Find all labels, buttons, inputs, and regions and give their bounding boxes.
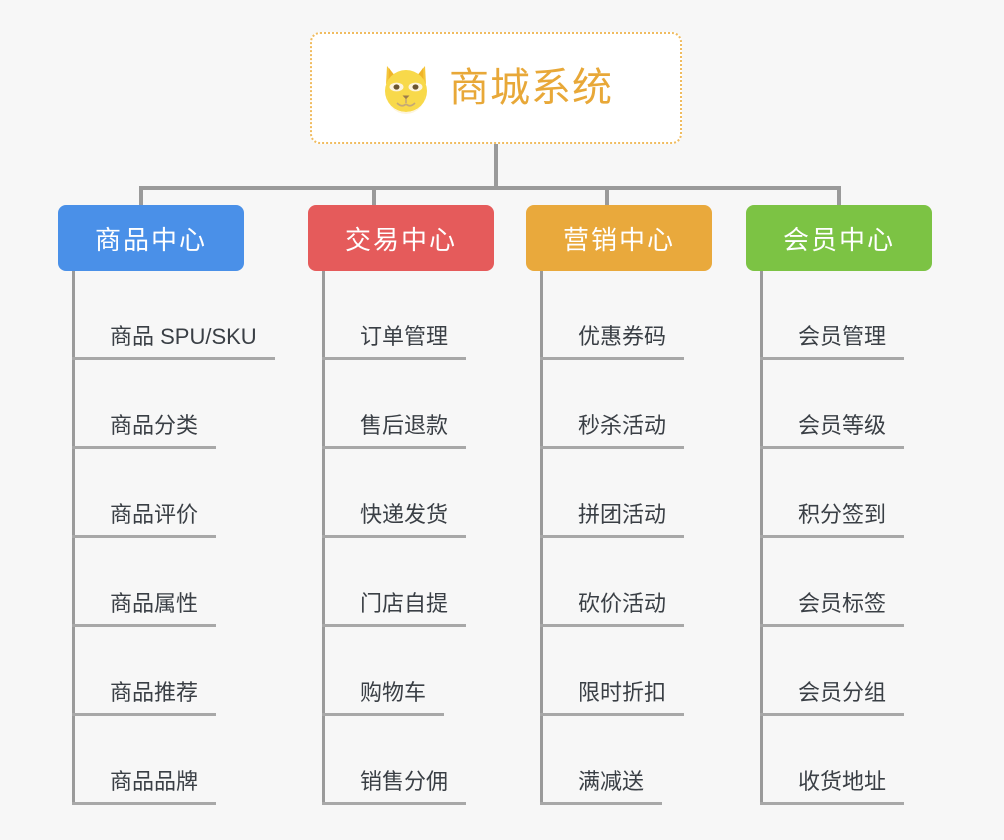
list-item[interactable]: 快递发货	[322, 449, 467, 538]
root-node-mall-system[interactable]: 商城系统	[310, 32, 682, 144]
connector-drop-4	[837, 186, 841, 210]
connector-horizontal-bus	[139, 186, 841, 190]
leaf-list-product-center: 商品 SPU/SKU 商品分类 商品评价 商品属性 商品推荐 商品品牌	[72, 271, 275, 805]
connector-drop-1	[139, 186, 143, 210]
list-item[interactable]: 销售分佣	[322, 716, 467, 805]
leaf-label: 商品属性	[72, 591, 217, 627]
leaf-label: 商品推荐	[72, 680, 217, 716]
leaf-list-marketing-center: 优惠券码 秒杀活动 拼团活动 砍价活动 限时折扣 满减送	[540, 271, 685, 805]
connector-root-stem	[494, 144, 498, 190]
list-item[interactable]: 会员分组	[760, 627, 905, 716]
list-item[interactable]: 满减送	[540, 716, 684, 805]
list-item[interactable]: 商品分类	[72, 360, 275, 449]
list-item[interactable]: 商品品牌	[72, 716, 275, 805]
list-item[interactable]: 门店自提	[322, 538, 467, 627]
list-item[interactable]: 会员等级	[760, 360, 905, 449]
leaf-label: 优惠券码	[540, 324, 685, 360]
list-item[interactable]: 商品推荐	[72, 627, 275, 716]
column-trunk-line	[540, 271, 543, 805]
category-header-product-center[interactable]: 商品中心	[58, 205, 244, 271]
list-item[interactable]: 商品属性	[72, 538, 275, 627]
column-trunk-line	[760, 271, 763, 805]
root-title: 商城系统	[449, 66, 613, 110]
list-item[interactable]: 积分签到	[760, 449, 905, 538]
leaf-label: 售后退款	[322, 413, 467, 449]
leaf-label: 砍价活动	[540, 591, 685, 627]
category-header-marketing-center[interactable]: 营销中心	[526, 205, 712, 271]
list-item[interactable]: 会员管理	[760, 271, 905, 360]
category-header-member-center[interactable]: 会员中心	[746, 205, 932, 271]
list-item[interactable]: 拼团活动	[540, 449, 685, 538]
category-header-trade-center[interactable]: 交易中心	[308, 205, 494, 271]
leaf-label: 限时折扣	[540, 680, 685, 716]
leaf-label: 会员管理	[760, 324, 905, 360]
leaf-label: 商品品牌	[72, 769, 217, 805]
leaf-list-trade-center: 订单管理 售后退款 快递发货 门店自提 购物车 销售分佣	[322, 271, 467, 805]
shiba-dog-icon	[385, 66, 427, 114]
column-marketing-center: 营销中心 优惠券码 秒杀活动 拼团活动 砍价活动 限时折扣 满减送	[526, 205, 712, 805]
leaf-label: 门店自提	[322, 591, 467, 627]
leaf-label: 秒杀活动	[540, 413, 685, 449]
list-item[interactable]: 售后退款	[322, 360, 467, 449]
leaf-label: 会员分组	[760, 680, 905, 716]
leaf-label: 购物车	[322, 680, 445, 716]
leaf-list-member-center: 会员管理 会员等级 积分签到 会员标签 会员分组 收货地址	[760, 271, 905, 805]
list-item[interactable]: 秒杀活动	[540, 360, 685, 449]
leaf-label: 会员标签	[760, 591, 905, 627]
leaf-label: 积分签到	[760, 502, 905, 538]
column-trunk-line	[72, 271, 75, 805]
leaf-label: 拼团活动	[540, 502, 685, 538]
column-trade-center: 交易中心 订单管理 售后退款 快递发货 门店自提 购物车 销售分佣	[308, 205, 494, 805]
leaf-label: 快递发货	[322, 502, 467, 538]
leaf-label: 销售分佣	[322, 769, 467, 805]
leaf-label: 收货地址	[760, 769, 905, 805]
list-item[interactable]: 限时折扣	[540, 627, 685, 716]
column-product-center: 商品中心 商品 SPU/SKU 商品分类 商品评价 商品属性 商品推荐 商品品牌	[58, 205, 275, 805]
column-member-center: 会员中心 会员管理 会员等级 积分签到 会员标签 会员分组 收货地址	[746, 205, 932, 805]
leaf-label: 商品 SPU/SKU	[72, 324, 275, 360]
connector-drop-2	[372, 186, 376, 210]
connector-drop-3	[605, 186, 609, 210]
leaf-label: 订单管理	[322, 324, 467, 360]
list-item[interactable]: 收货地址	[760, 716, 905, 805]
leaf-label: 商品评价	[72, 502, 217, 538]
leaf-label: 商品分类	[72, 413, 217, 449]
list-item[interactable]: 订单管理	[322, 271, 467, 360]
leaf-label: 满减送	[540, 769, 663, 805]
leaf-label: 会员等级	[760, 413, 905, 449]
list-item[interactable]: 购物车	[322, 627, 466, 716]
list-item[interactable]: 商品 SPU/SKU	[72, 271, 275, 360]
list-item[interactable]: 商品评价	[72, 449, 275, 538]
list-item[interactable]: 优惠券码	[540, 271, 685, 360]
column-trunk-line	[322, 271, 325, 805]
list-item[interactable]: 砍价活动	[540, 538, 685, 627]
list-item[interactable]: 会员标签	[760, 538, 905, 627]
